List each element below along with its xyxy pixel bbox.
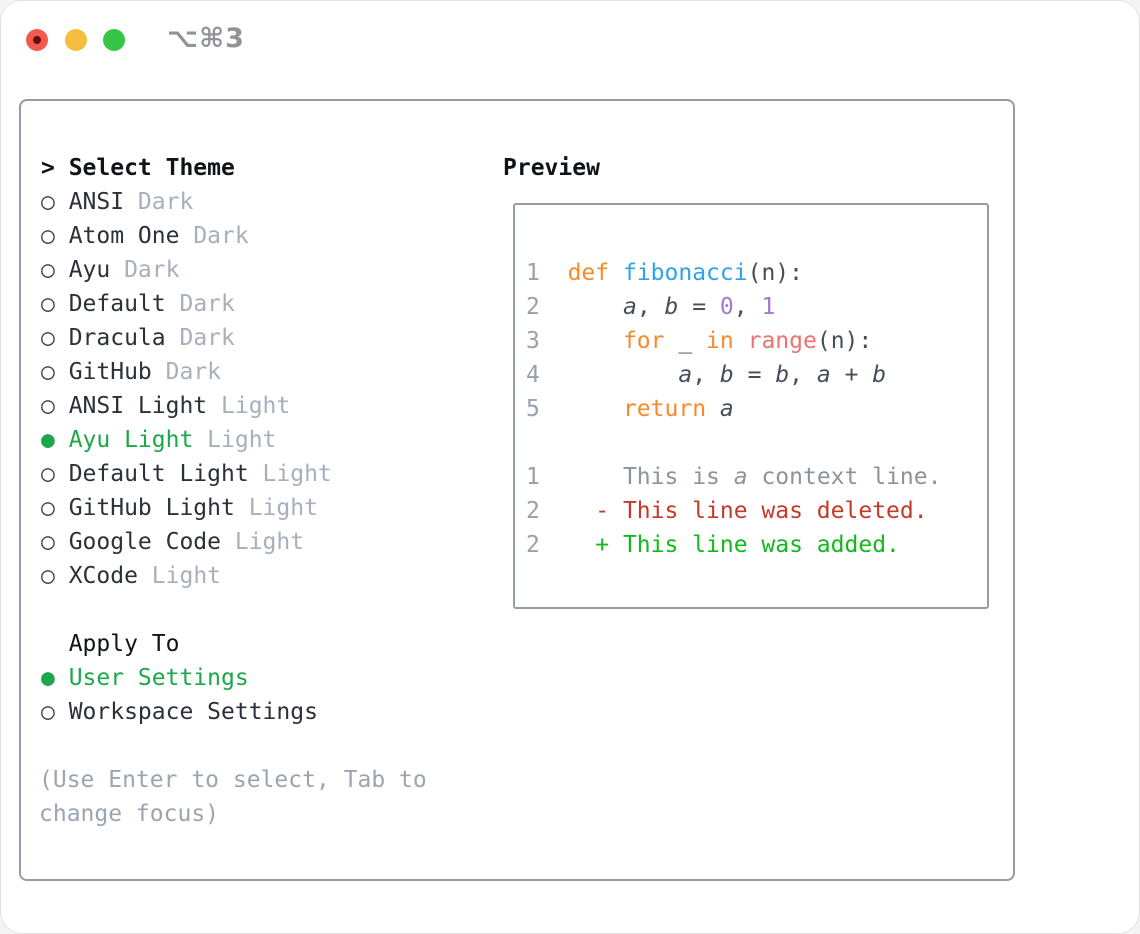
option-label: Google Code (68, 529, 222, 555)
preview-pane: 1 def fibonacci(n): 2 a, b = 0, 1 3 for _ … (513, 203, 989, 609)
preview-line (526, 426, 987, 460)
variant-badge: Light (234, 529, 305, 555)
theme-option-google-code[interactable]: ○ Google Code Light (41, 525, 332, 559)
preview-line: 1 def fibonacci(n): (526, 260, 803, 286)
radio-selected-icon: ● (41, 665, 55, 691)
theme-option-xcode[interactable]: ○ XCode Light (41, 559, 332, 593)
theme-option-atom-one[interactable]: ○ Atom One Dark (41, 219, 332, 253)
radio-icon: ○ (41, 223, 55, 249)
option-label: Ayu (68, 257, 111, 283)
option-label: GitHub (68, 359, 152, 385)
theme-option-github[interactable]: ○ GitHub Dark (41, 355, 332, 389)
zoom-button[interactable] (103, 29, 125, 51)
option-label: Default Light (68, 461, 249, 487)
option-label: Default (68, 291, 166, 317)
variant-badge: Light (221, 393, 291, 419)
theme-list-header: > Select Theme (41, 151, 332, 185)
theme-option-default-light[interactable]: ○ Default Light Light (41, 457, 332, 491)
title-bar: ⌥⌘3 (1, 1, 1139, 77)
variant-badge: Light (207, 427, 277, 453)
theme-option-github-light[interactable]: ○ GitHub Light Light (41, 491, 332, 525)
variant-badge: Dark (179, 325, 235, 351)
option-label: ANSI Light (68, 393, 208, 419)
radio-icon: ○ (41, 325, 55, 351)
hint-line: change focus) (39, 801, 220, 827)
option-label: XCode (68, 563, 138, 589)
apply-to-list: Apply To ● User Settings ○ Workspace Settin… (41, 627, 332, 729)
cursor-marker: > (41, 155, 55, 181)
preview-line: 2 - This line was deleted. (526, 498, 928, 524)
radio-icon: ○ (41, 189, 55, 215)
theme-list-title: Select Theme (68, 155, 235, 181)
variant-badge: Light (262, 461, 332, 487)
preview-line: 2 + This line was added. (526, 532, 900, 558)
preview-line: 2 a, b = 0, 1 (526, 294, 776, 320)
variant-badge: Dark (124, 257, 180, 283)
preview-line: 3 for _ in range(n): (526, 328, 873, 354)
variant-badge: Light (248, 495, 318, 521)
option-label: Workspace Settings (68, 699, 318, 725)
preview-line: 1 This is a context line. (526, 464, 942, 490)
theme-option-ansi-light[interactable]: ○ ANSI Light Light (41, 389, 332, 423)
option-label: User Settings (68, 665, 249, 691)
preview-line: 4 a, b = b, a + b (526, 362, 887, 388)
radio-icon: ○ (41, 529, 55, 555)
option-label: Atom One (68, 223, 180, 249)
theme-option-ansi[interactable]: ○ ANSI Dark (41, 185, 332, 219)
hint-line: (Use Enter to select, Tab to (39, 767, 427, 793)
radio-icon: ○ (41, 257, 55, 283)
preview-line: 5 return a (526, 396, 734, 422)
theme-option-dracula[interactable]: ○ Dracula Dark (41, 321, 332, 355)
keyboard-shortcut-label: ⌥⌘3 (167, 23, 245, 54)
theme-option-ayu-light[interactable]: ● Ayu Light Light (41, 423, 332, 457)
radio-icon: ○ (41, 291, 55, 317)
option-label: ANSI (68, 189, 125, 215)
option-label: GitHub Light (68, 495, 235, 521)
theme-option-default[interactable]: ○ Default Dark (41, 287, 332, 321)
variant-badge: Dark (193, 223, 249, 249)
option-label: Dracula (68, 325, 166, 351)
apply-option-user-settings[interactable]: ● User Settings (41, 661, 332, 695)
preview-code: 1 def fibonacci(n): 2 a, b = 0, 1 3 for _ … (515, 205, 987, 562)
radio-icon: ○ (41, 495, 55, 521)
variant-badge: Light (151, 563, 222, 589)
radio-selected-icon: ● (41, 427, 55, 453)
radio-icon: ○ (41, 461, 55, 487)
variant-badge: Dark (137, 189, 194, 215)
radio-icon: ○ (41, 359, 55, 385)
radio-icon: ○ (41, 393, 55, 419)
variant-badge: Dark (179, 291, 235, 317)
variant-badge: Dark (165, 359, 222, 385)
radio-icon: ○ (41, 563, 55, 589)
minimize-button[interactable] (65, 29, 87, 51)
preview-title: Preview (503, 155, 600, 181)
hint-text: (Use Enter to select, Tab to change focu… (39, 763, 427, 831)
apply-option-workspace-settings[interactable]: ○ Workspace Settings (41, 695, 332, 729)
apply-to-header: Apply To (68, 631, 180, 657)
radio-icon: ○ (41, 699, 55, 725)
close-button[interactable] (26, 29, 48, 51)
option-label: Ayu Light (68, 427, 194, 453)
theme-option-ayu[interactable]: ○ Ayu Dark (41, 253, 332, 287)
